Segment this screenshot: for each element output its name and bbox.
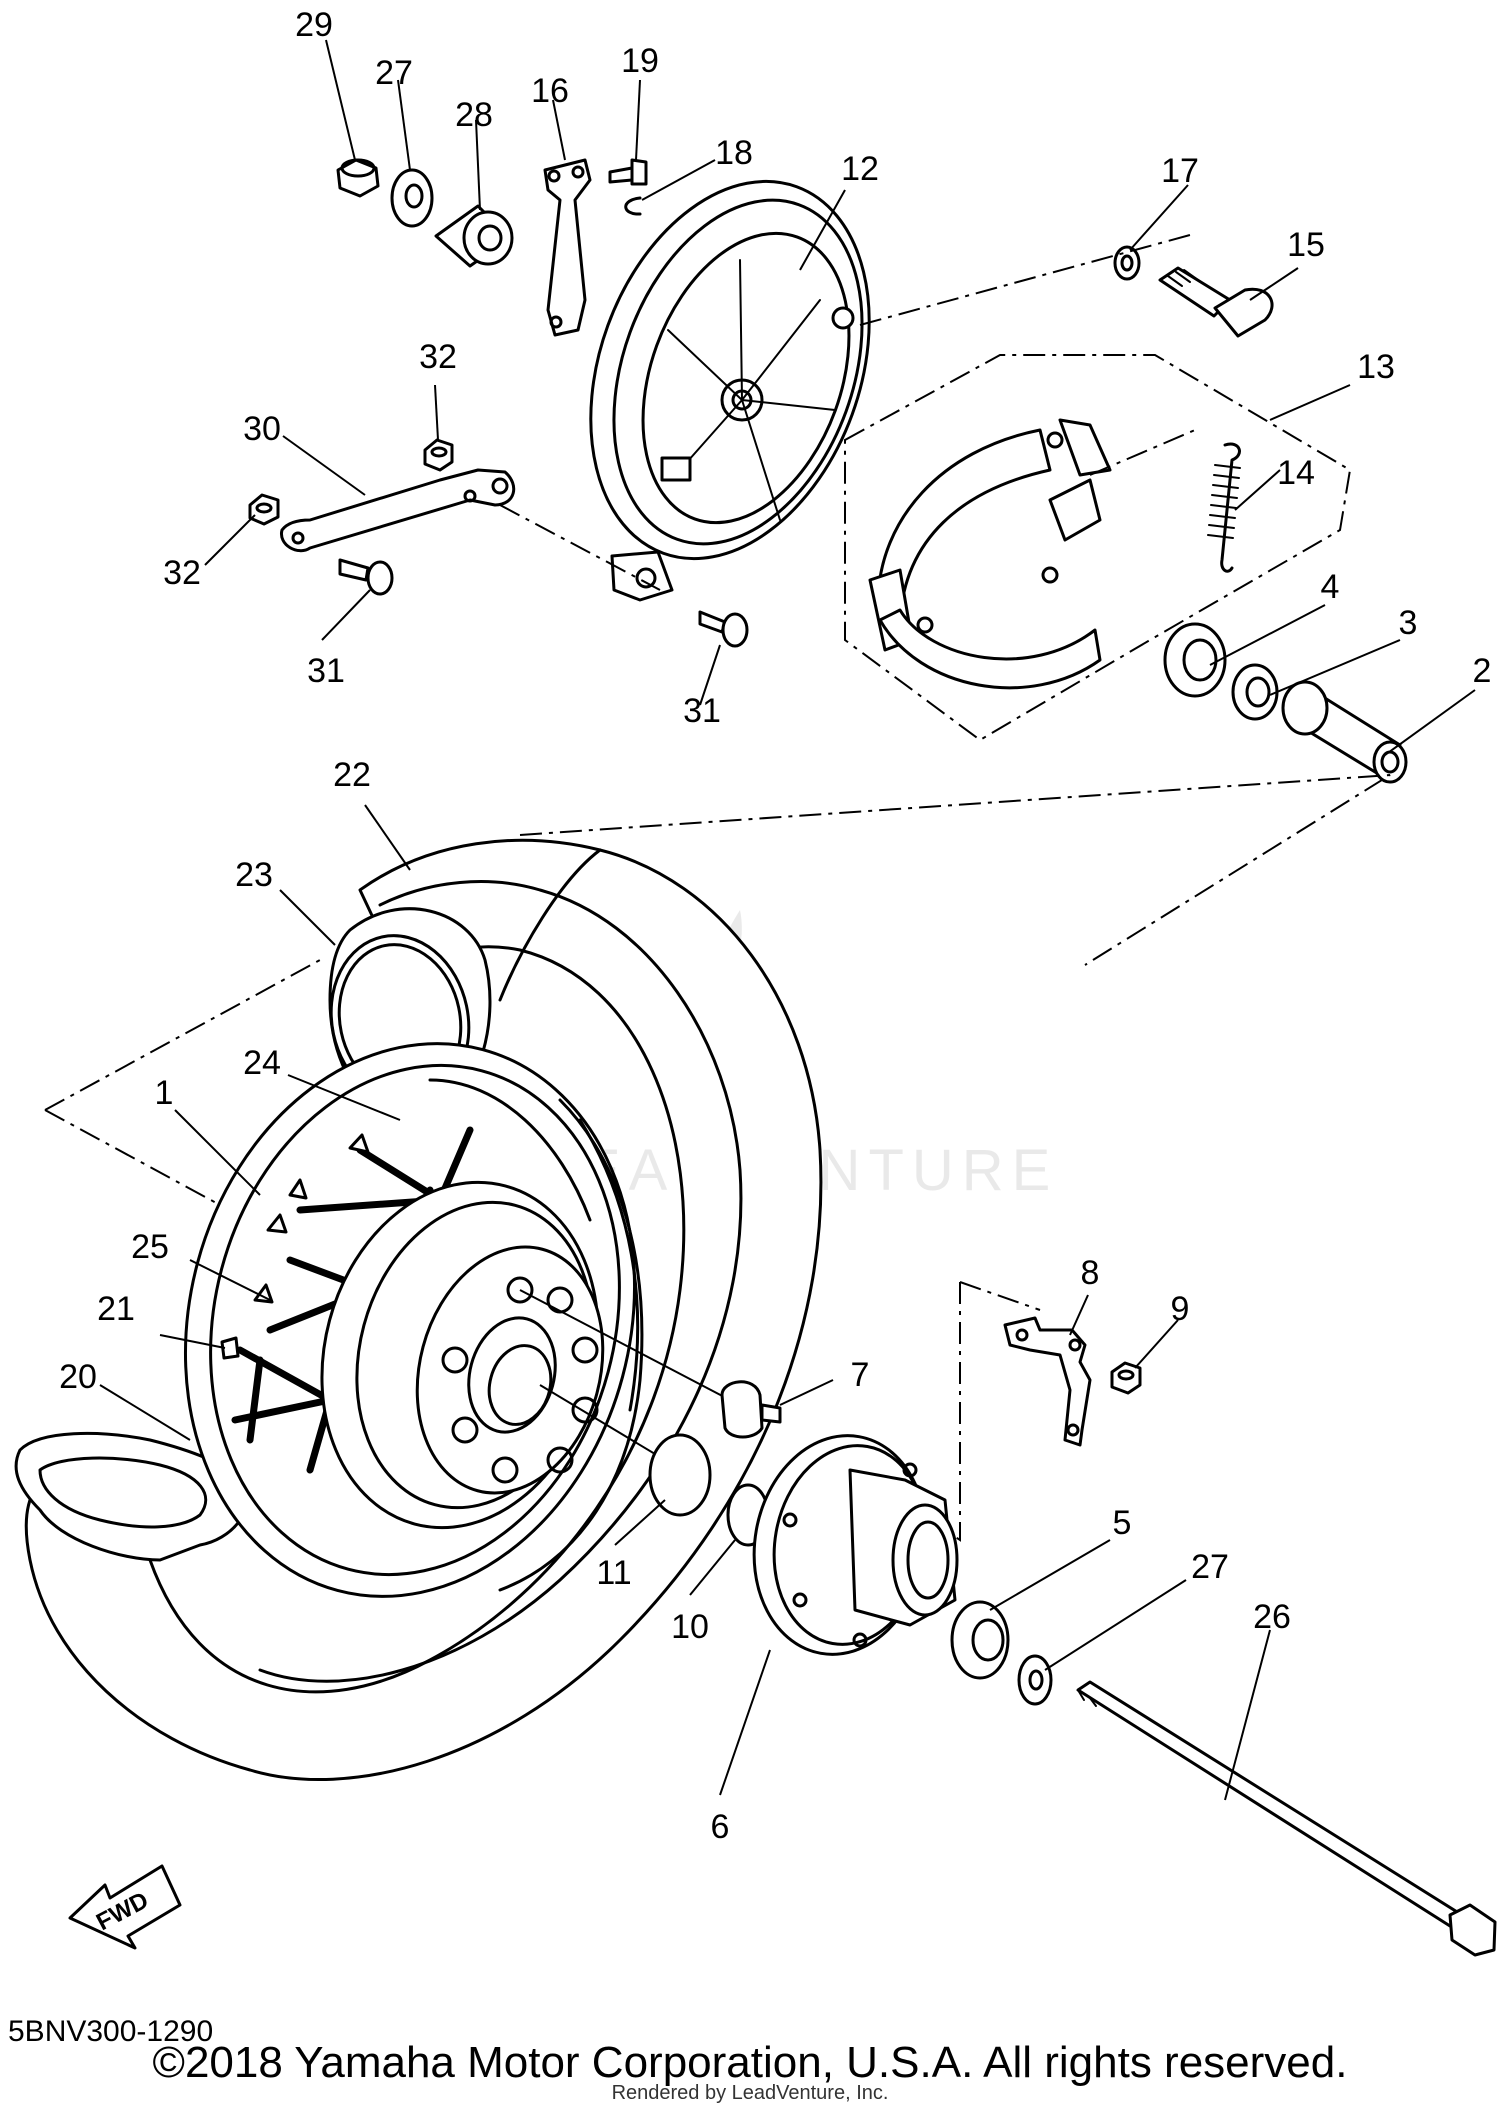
part-11-o-ring[interactable] — [648, 1433, 712, 1517]
part-7-damper-stud[interactable] — [720, 1380, 782, 1439]
part-22-tire[interactable] — [24, 838, 823, 1781]
part-9-nut[interactable] — [1110, 1361, 1142, 1395]
callout-22: 22 — [333, 756, 371, 794]
part-17-washer[interactable] — [1113, 245, 1141, 281]
axis-line-6 — [44, 1109, 221, 1206]
part-29-nut[interactable] — [336, 158, 380, 198]
callout-10: 10 — [671, 1608, 709, 1646]
callout-29: 29 — [295, 6, 333, 44]
callout-25: 25 — [131, 1228, 169, 1266]
axis-line-3 — [1089, 429, 1196, 476]
callout-19: 19 — [621, 42, 659, 80]
callout-5: 5 — [1113, 1504, 1132, 1542]
callout-6: 6 — [711, 1808, 730, 1846]
part-26-axle[interactable] — [1076, 1680, 1497, 1957]
part-31-bolt-2[interactable] — [698, 610, 749, 648]
callout-30: 30 — [243, 410, 281, 448]
callout-15: 15 — [1287, 226, 1325, 264]
part-32-nut[interactable] — [423, 438, 454, 472]
axis-line-5 — [44, 959, 321, 1111]
callout-11: 11 — [596, 1554, 631, 1592]
callout-26: 26 — [1253, 1598, 1291, 1636]
part-30-brake-arm[interactable] — [280, 468, 516, 553]
part-32-nut-2[interactable] — [248, 493, 280, 526]
part-25-spoke-nipples[interactable] — [253, 1133, 370, 1304]
part-14-spring[interactable] — [1207, 442, 1241, 573]
callout-27-b: 27 — [1191, 1548, 1229, 1586]
callout-27: 27 — [375, 54, 413, 92]
callout-4: 4 — [1321, 568, 1340, 606]
callout-14: 14 — [1277, 454, 1315, 492]
callout-20: 20 — [59, 1358, 97, 1396]
callout-32-b: 32 — [163, 554, 201, 592]
callout-leaders — [99, 39, 1476, 1801]
part-4-bearing[interactable] — [1163, 622, 1227, 698]
part-19-bolt[interactable] — [608, 158, 648, 186]
callout-31-b: 31 — [683, 692, 721, 730]
part-13-brake-shoe-kit[interactable] — [868, 418, 1112, 690]
callout-32: 32 — [419, 338, 457, 376]
callout-9: 9 — [1171, 1290, 1190, 1328]
fwd-arrow-icon: FWD — [68, 1864, 182, 1950]
part-5-bearing[interactable] — [950, 1600, 1010, 1680]
axis-line-4 — [519, 774, 1391, 966]
brake-shoe-group-outline — [844, 354, 1352, 742]
axis-line-2 — [499, 504, 661, 591]
callout-3: 3 — [1399, 604, 1418, 642]
callout-17: 17 — [1161, 152, 1199, 190]
part-20-tube[interactable] — [14, 1431, 248, 1562]
callout-24: 24 — [243, 1044, 281, 1082]
axis-line — [859, 234, 1191, 326]
callout-labels: 29 27 28 16 19 18 12 17 15 13 14 32 30 3… — [59, 6, 1491, 1846]
hub-leader-11 — [539, 1384, 666, 1461]
part-28-collar[interactable] — [434, 204, 514, 268]
callout-16: 16 — [531, 72, 569, 110]
callout-18: 18 — [715, 134, 753, 172]
axis-line-8 — [959, 1281, 1041, 1311]
part-18-clip[interactable] — [624, 196, 642, 216]
callout-21: 21 — [97, 1290, 135, 1328]
part-21-valve[interactable] — [220, 1336, 240, 1360]
callout-12: 12 — [841, 150, 879, 188]
callout-23: 23 — [235, 856, 273, 894]
callout-8: 8 — [1081, 1254, 1100, 1292]
callout-31: 31 — [307, 652, 345, 690]
part-16-tension-rod[interactable] — [543, 158, 592, 337]
rendered-by-notice: Rendered by LeadVenture, Inc. — [611, 2082, 889, 2104]
part-12-brake-shoe-plate[interactable] — [541, 142, 919, 602]
part-31-bolt[interactable] — [338, 558, 394, 596]
part-27-washer[interactable] — [390, 168, 434, 228]
part-code: 5BNV300-1290 — [8, 2015, 214, 2048]
callout-2: 2 — [1473, 652, 1492, 690]
part-27-washer-2[interactable] — [1017, 1654, 1053, 1706]
copyright-notice: ©2018 Yamaha Motor Corporation, U.S.A. A… — [152, 2038, 1348, 2087]
part-3-oil-seal[interactable] — [1231, 663, 1279, 721]
callout-1: 1 — [155, 1074, 174, 1112]
callout-28: 28 — [455, 96, 493, 134]
part-8-lock-washer[interactable] — [1003, 1316, 1092, 1447]
callout-7: 7 — [851, 1356, 870, 1394]
callout-13: 13 — [1357, 348, 1395, 386]
part-15-camshaft[interactable] — [1158, 266, 1274, 338]
hub-leader-7 — [519, 1289, 731, 1401]
part-6-driven-flange[interactable] — [737, 1422, 959, 1668]
part-2-collar[interactable] — [1281, 680, 1408, 784]
